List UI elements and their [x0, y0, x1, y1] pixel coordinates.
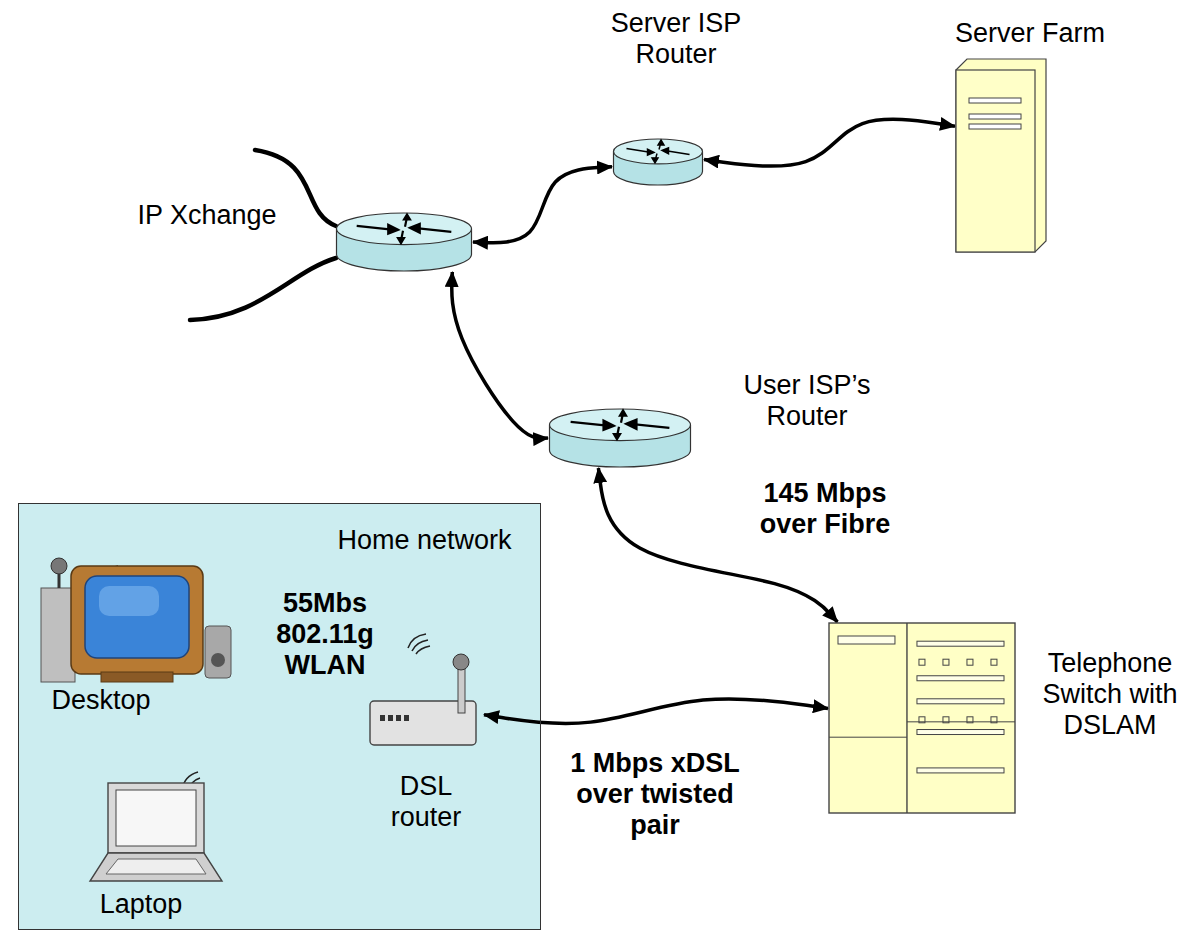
network-link: [452, 272, 548, 438]
dsl-router-icon-art: [366, 651, 484, 749]
laptop-icon: Laptop: [86, 781, 226, 886]
node-label: User ISP’s Router: [722, 370, 892, 432]
link-speed-label: 55Mbs 802.11g WLAN: [270, 588, 380, 681]
dsl-router-icon: DSL router: [366, 651, 484, 749]
router-icon-art: [548, 408, 692, 468]
home-network-box: Home networkDesktopDSL routerLaptop: [18, 503, 541, 930]
telephone-switch-icon-art: [828, 622, 1016, 814]
node-label: Server Farm: [930, 18, 1130, 49]
wireless-waves: [100, 566, 430, 794]
server-icon: Server Farm: [955, 58, 1047, 253]
node-label: Telephone Switch with DSLAM: [1035, 648, 1185, 741]
exchange-stub-lines: [190, 150, 336, 320]
network-link: [484, 699, 828, 724]
router-icon: User ISP’s Router: [548, 408, 692, 468]
node-label: Desktop: [31, 685, 171, 716]
home-network-ground: [18, 503, 541, 930]
node-label: Server ISP Router: [591, 8, 761, 70]
server-icon-art: [955, 58, 1047, 253]
telephone-switch-icon: Telephone Switch with DSLAM: [828, 622, 1016, 814]
laptop-icon-art: [86, 781, 226, 886]
network-link: [704, 119, 955, 166]
node-label: DSL router: [381, 771, 471, 833]
router-icon: IP Xchange: [335, 212, 473, 272]
node-label: Home network: [317, 525, 532, 556]
link-speed-label: 1 Mbps xDSL over twisted pair: [555, 748, 755, 841]
node-label: IP Xchange: [112, 200, 302, 231]
desktop-icon: Desktop: [39, 556, 249, 684]
node-label: Laptop: [81, 889, 201, 920]
router-icon-art: [612, 138, 704, 186]
router-icon-art: [335, 212, 473, 272]
link-speed-label: 145 Mbps over Fibre: [745, 478, 905, 540]
desktop-icon-art: [39, 556, 249, 684]
network-link: [473, 167, 612, 243]
router-icon: Server ISP Router: [612, 138, 704, 186]
